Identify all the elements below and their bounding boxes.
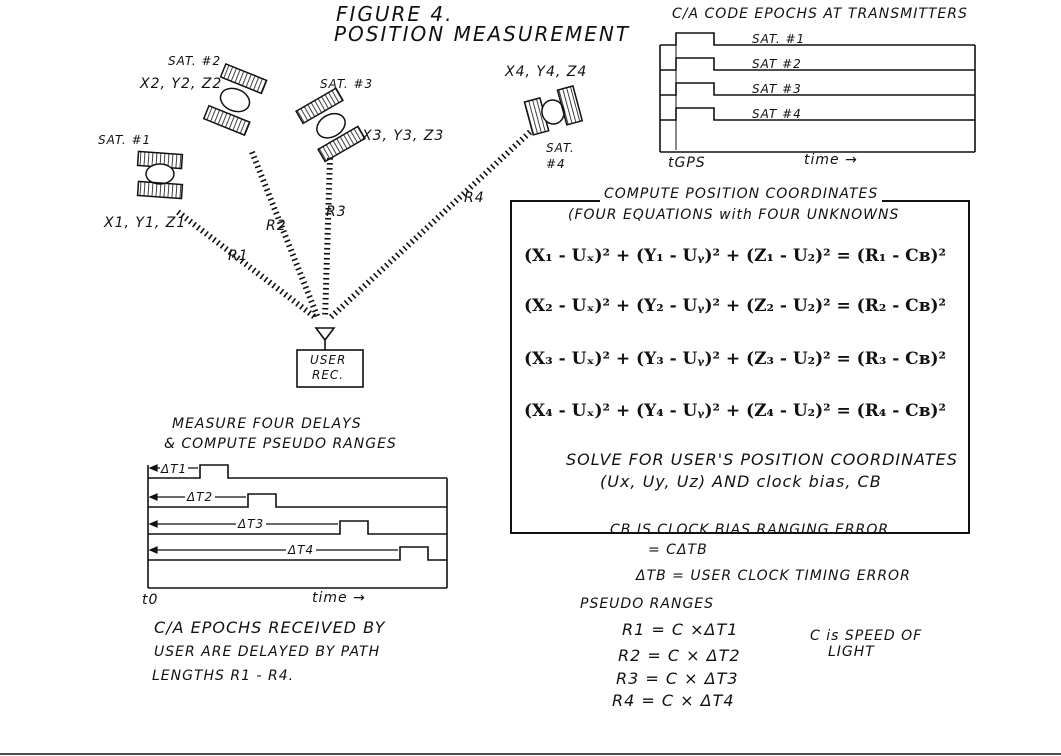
tx-sat-label-4: SAT #4 <box>752 107 802 121</box>
range-line-r1 <box>176 209 318 321</box>
bias-line-1: CB IS CLOCK BIAS RANGING ERROR <box>610 522 890 538</box>
bias-line-2: = CΔTB <box>648 542 708 558</box>
tx-sat-label-1: SAT. #1 <box>752 32 806 46</box>
receiver-box <box>296 349 364 388</box>
pseudo-formula-3: R3 = C × ΔT3 <box>616 669 739 688</box>
delay-timing-chart <box>147 464 448 589</box>
range-label-r2: R2 <box>266 218 287 234</box>
receiver-label-2: REC. <box>312 368 345 382</box>
range-label-r4: R4 <box>464 190 485 206</box>
figure-subtitle: POSITION MEASUREMENT <box>334 22 631 46</box>
delays-title-2: & COMPUTE PSEUDO RANGES <box>164 436 397 452</box>
delay-label-3: ΔT3 <box>236 517 267 531</box>
compute-title: COMPUTE POSITION COORDINATES <box>600 186 883 202</box>
sat1-coords: X1, Y1, Z1 <box>104 215 187 231</box>
sat1-label: SAT. #1 <box>98 133 152 147</box>
range-line-r2 <box>249 150 321 320</box>
speed-of-light-2: LIGHT <box>828 644 875 660</box>
compute-subtitle: (FOUR EQUATIONS with FOUR UNKNOWNS <box>568 207 900 223</box>
tx-sat-label-2: SAT #2 <box>752 57 802 71</box>
figure-title: FIGURE 4. <box>336 2 454 26</box>
delay-label-2: ΔT2 <box>185 490 216 504</box>
sat4-label: SAT. #4 <box>546 141 575 171</box>
delays-title-1: MEASURE FOUR DELAYS <box>172 416 362 432</box>
satellite-3-icon <box>295 87 366 163</box>
tx-sat-label-3: SAT #3 <box>752 82 802 96</box>
tx-time-label: time → <box>804 152 858 168</box>
tgps-label: tGPS <box>668 155 706 171</box>
received-line-1: C/A EPOCHS RECEIVED BY <box>154 618 386 637</box>
sat2-coords: X2, Y2, Z2 <box>140 76 223 92</box>
range-line-r3 <box>322 157 333 319</box>
delay-label-1: ΔT1 <box>160 462 189 476</box>
pseudo-formula-1: R1 = C ×ΔT1 <box>622 620 739 639</box>
equation-2: (X₂ - Uₓ)² + (Y₂ - Uᵧ)² + (Z₂ - U₂)² = (… <box>524 296 946 316</box>
delays-time-label: time → <box>312 590 366 606</box>
range-line-r4 <box>327 129 533 321</box>
satellite-1-icon <box>136 150 184 200</box>
pseudo-formula-4: R4 = C × ΔT4 <box>612 691 735 710</box>
range-label-r1: R1 <box>228 248 249 264</box>
received-line-2: USER ARE DELAYED BY PATH <box>154 644 381 660</box>
receiver-label-1: USER <box>310 353 347 367</box>
equation-1: (X₁ - Uₓ)² + (Y₁ - Uᵧ)² + (Z₁ - U₂)² = (… <box>524 246 946 266</box>
range-lines <box>176 129 533 321</box>
pseudo-formula-2: R2 = C × ΔT2 <box>618 646 741 665</box>
transmitter-timing-chart <box>659 32 976 153</box>
sat3-coords: X3, Y3, Z3 <box>362 128 445 144</box>
delay-label-4: ΔT4 <box>286 543 317 557</box>
antenna-icon <box>314 327 336 350</box>
t0-label: t0 <box>142 592 159 608</box>
range-label-r3: R3 <box>326 204 347 220</box>
equation-3: (X₃ - Uₓ)² + (Y₃ - Uᵧ)² + (Z₃ - U₂)² = (… <box>524 349 946 369</box>
solve-line-1: SOLVE FOR USER'S POSITION COORDINATES <box>566 450 958 469</box>
satellite-4-icon <box>523 85 584 136</box>
received-line-3: LENGTHS R1 - R4. <box>152 668 295 684</box>
sat3-label: SAT. #3 <box>320 77 374 91</box>
solve-line-2: (Ux, Uy, Uz) AND clock bias, CB <box>600 472 882 491</box>
satellite-2-icon <box>202 62 268 137</box>
sat2-label: SAT. #2 <box>168 54 222 68</box>
speed-of-light-1: C is SPEED OF <box>810 628 923 644</box>
pseudo-ranges-title: PSEUDO RANGES <box>580 596 715 612</box>
bias-line-3: ΔTB = USER CLOCK TIMING ERROR <box>636 568 911 584</box>
sat4-coords: X4, Y4, Z4 <box>505 64 588 80</box>
transmitter-chart-title: C/A CODE EPOCHS AT TRANSMITTERS <box>672 6 968 22</box>
equation-4: (X₄ - Uₓ)² + (Y₄ - Uᵧ)² + (Z₄ - U₂)² = (… <box>524 401 946 421</box>
